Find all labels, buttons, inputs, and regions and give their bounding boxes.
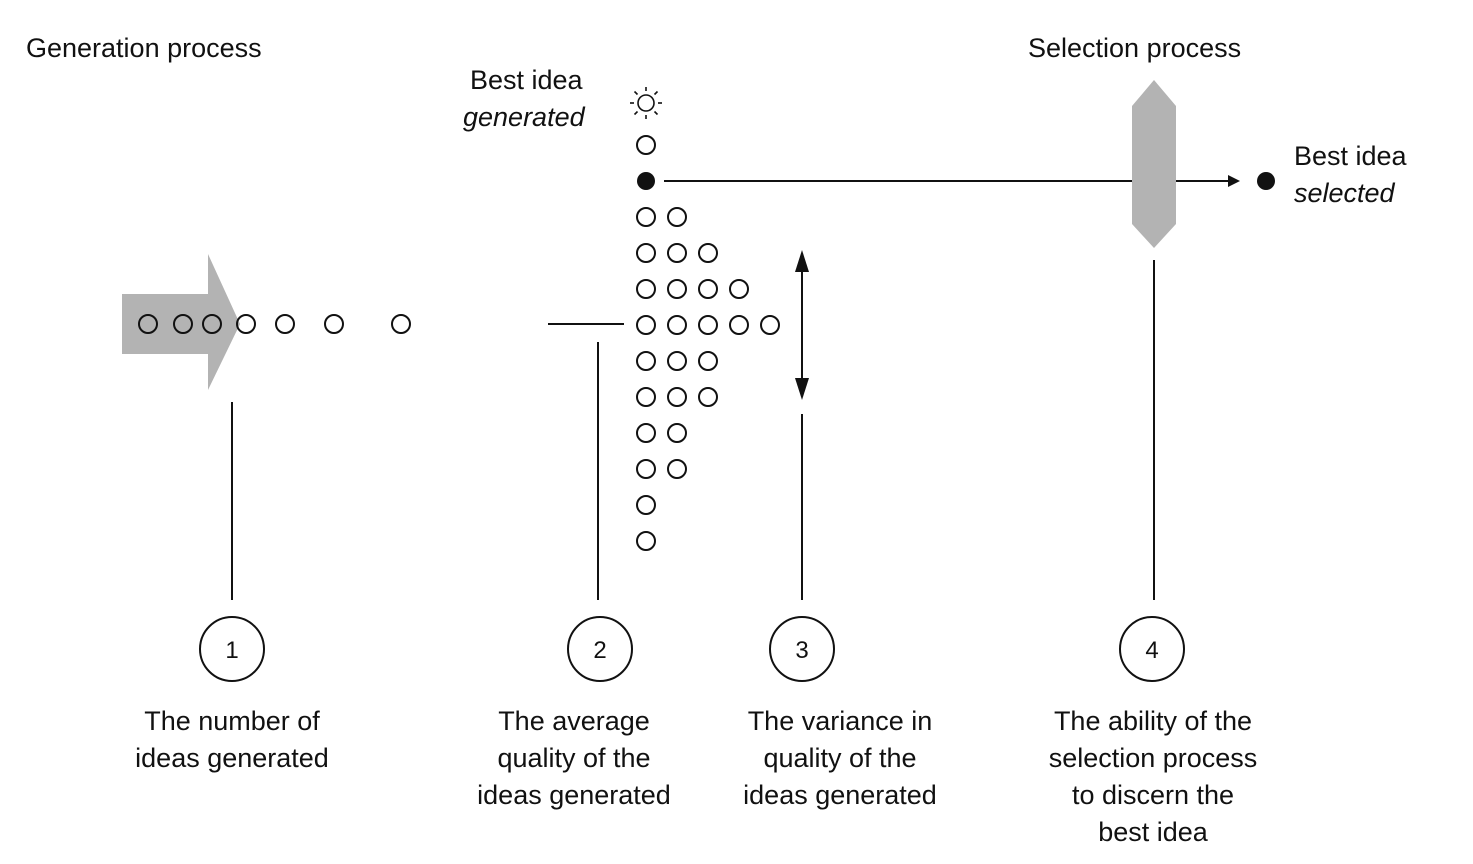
idea-distribution [636,135,780,551]
idea-circle [636,387,656,407]
idea-circle [698,351,718,371]
idea-circle [636,243,656,263]
idea-circle [275,314,295,334]
factor-marker-4: 4 [1119,616,1185,682]
caption-line: ideas generated [743,780,937,810]
caption-line: ideas generated [135,743,329,773]
best-idea-generated-label: Best idea [470,65,583,95]
idea-circle [173,314,193,334]
idea-circle [202,314,222,334]
caption-line: selection process [1048,743,1258,773]
variance-arrow-head-up [795,250,809,272]
best-idea-selected-label-italic: selected [1294,178,1395,208]
caption-line: best idea [1098,817,1208,847]
factor-caption-3: The variance in quality of the ideas gen… [718,703,962,814]
idea-circle [698,279,718,299]
idea-circle [667,243,687,263]
idea-circle [636,135,656,155]
idea-circle [667,423,687,443]
idea-circle [236,314,256,334]
factor-marker-3: 3 [769,616,835,682]
generation-arrow [122,254,240,390]
idea-circle [324,314,344,334]
idea-circle [636,423,656,443]
idea-circle [636,279,656,299]
factor-caption-2: The average quality of the ideas generat… [456,703,692,814]
idea-circle [138,314,158,334]
factor-number: 3 [795,637,808,664]
caption-line: ideas generated [477,780,671,810]
caption-line: The average [498,706,650,736]
idea-circle [636,495,656,515]
idea-circle [667,315,687,335]
idea-circle [729,279,749,299]
factor-marker-1: 1 [199,616,265,682]
idea-circle [760,315,780,335]
caption-line: quality of the [497,743,651,773]
factor-marker-2: 2 [567,616,633,682]
caption-line: to discern the [1071,780,1235,810]
caption-line: The variance in [747,706,933,736]
factor-number: 1 [225,637,238,664]
selection-process-label: Selection process [1028,33,1242,63]
idea-circle [667,279,687,299]
generation-process-label: Generation process [26,33,262,63]
idea-circle [636,207,656,227]
best-idea-dot [637,172,655,190]
factor-caption-4: The ability of the selection process to … [1022,703,1284,851]
caption-line: quality of the [763,743,917,773]
selected-idea-dot [1257,172,1275,190]
idea-stream [138,314,411,334]
idea-circle [667,207,687,227]
selection-filter [1132,80,1176,248]
idea-circle [667,459,687,479]
idea-circle [698,243,718,263]
sun-icon [630,87,662,119]
factor-caption-1: The number of ideas generated [112,703,352,777]
variance-arrow-head-down [795,378,809,400]
caption-line: The ability of the [1053,706,1253,736]
factor-number: 2 [593,637,606,664]
best-idea-selected-label: Best idea [1294,141,1407,171]
idea-circle [636,531,656,551]
idea-circle [698,387,718,407]
factor-number: 4 [1145,637,1158,664]
idea-circle [667,351,687,371]
caption-line: The number of [144,706,320,736]
idea-circle [636,315,656,335]
idea-circle [667,387,687,407]
idea-circle [698,315,718,335]
idea-circle [391,314,411,334]
best-idea-generated-label-italic: generated [463,102,585,132]
idea-circle [636,351,656,371]
idea-circle [636,459,656,479]
idea-circle [729,315,749,335]
